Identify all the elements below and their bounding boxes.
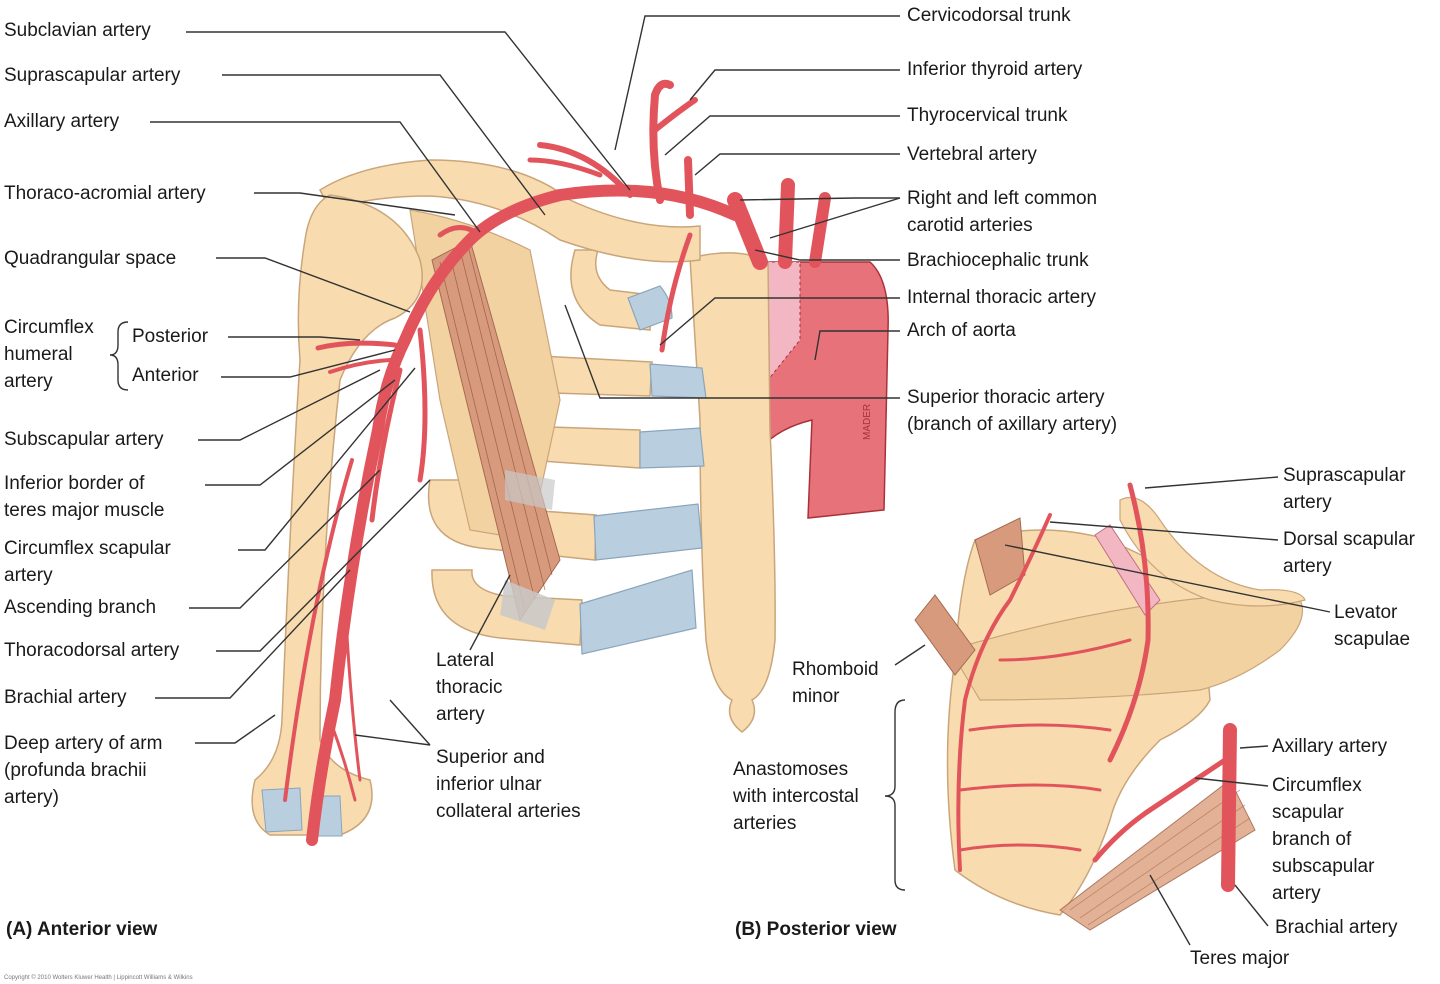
- view-title-anterior: (A) Anterior view: [6, 919, 158, 940]
- label-b-axillary-artery: Axillary artery: [1272, 736, 1388, 757]
- clavicle-posterior: [1119, 496, 1306, 607]
- label-b-suprascapular-artery: Suprascapular artery: [1283, 465, 1406, 513]
- label-b-rhomboid-minor: Rhomboid minor: [792, 659, 879, 707]
- label-inferior-border-teres-major: Inferior border of teres major muscle: [4, 473, 165, 521]
- posterior-arteries: [956, 482, 1237, 892]
- leader-lines: [109, 15, 1331, 946]
- label-b-brachial-artery: Brachial artery: [1275, 917, 1398, 938]
- label-b-dorsal-scapular-artery: Dorsal scapular artery: [1283, 529, 1415, 577]
- label-vertebral-artery: Vertebral artery: [907, 144, 1037, 165]
- label-subscapular-artery: Subscapular artery: [4, 429, 164, 450]
- label-b-circumflex-scapular-branch: Circumflex scapular branch of subscapula…: [1272, 775, 1375, 904]
- label-superior-thoracic-artery: Superior thoracic artery (branch of axil…: [907, 387, 1118, 435]
- label-brachiocephalic-trunk: Brachiocephalic trunk: [907, 250, 1089, 271]
- label-b-anastomoses: Anastomoses with intercostal arteries: [733, 759, 859, 834]
- humerus-bone: [251, 194, 423, 836]
- label-thoraco-acromial-artery: Thoraco-acromial artery: [4, 183, 206, 204]
- scapular-spine: [949, 595, 1304, 701]
- label-circumflex-humeral-artery: Circumflex humeral artery: [4, 317, 94, 392]
- label-quadrangular-space: Quadrangular space: [4, 248, 177, 269]
- label-ulnar-collateral-arteries: Superior and inferior ulnar collateral a…: [436, 747, 581, 822]
- label-ascending-branch: Ascending branch: [4, 597, 157, 618]
- posterior-view-illustration: [914, 482, 1306, 931]
- label-common-carotid-arteries: Right and left common carotid arteries: [907, 188, 1098, 236]
- label-subclavian-artery: Subclavian artery: [4, 20, 151, 41]
- label-b-levator-scapulae: Levator scapulae: [1334, 602, 1411, 650]
- label-cervicodorsal-trunk: Cervicodorsal trunk: [907, 5, 1071, 26]
- label-brachial-artery: Brachial artery: [4, 687, 127, 708]
- sternum-bone: [689, 252, 776, 733]
- label-thyrocervical-trunk: Thyrocervical trunk: [907, 105, 1068, 126]
- label-arch-of-aorta: Arch of aorta: [907, 320, 1016, 341]
- label-internal-thoracic-artery: Internal thoracic artery: [907, 287, 1097, 308]
- anterior-arteries: [283, 79, 831, 846]
- label-deep-artery-of-arm: Deep artery of arm (profunda brachii art…: [4, 733, 163, 808]
- levator-upper-muscle: [974, 517, 1026, 596]
- teres-major-posterior: [1059, 779, 1256, 931]
- label-suprascapular-artery: Suprascapular artery: [4, 65, 181, 86]
- label-circumflex-scapular-artery: Circumflex scapular artery: [4, 538, 171, 586]
- copyright-notice: Copyright © 2010 Wolters Kluwer Health |…: [4, 975, 193, 981]
- costal-cartilages: [579, 285, 707, 655]
- rhomboid-minor-muscle: [914, 594, 976, 676]
- teres-major-muscle: [431, 239, 561, 630]
- illustrator-signature: MADER: [862, 404, 873, 440]
- anterior-view-illustration: MADER: [251, 79, 889, 846]
- label-axillary-artery: Axillary artery: [4, 111, 120, 132]
- view-title-posterior: (B) Posterior view: [735, 919, 897, 940]
- label-inferior-thyroid-artery: Inferior thyroid artery: [907, 59, 1083, 80]
- label-anterior: Anterior: [132, 365, 199, 386]
- label-thoracodorsal-artery: Thoracodorsal artery: [4, 640, 180, 661]
- label-posterior: Posterior: [132, 326, 209, 347]
- label-b-teres-major: Teres major: [1190, 948, 1290, 969]
- label-lateral-thoracic-artery: Lateral thoracic artery: [436, 650, 503, 725]
